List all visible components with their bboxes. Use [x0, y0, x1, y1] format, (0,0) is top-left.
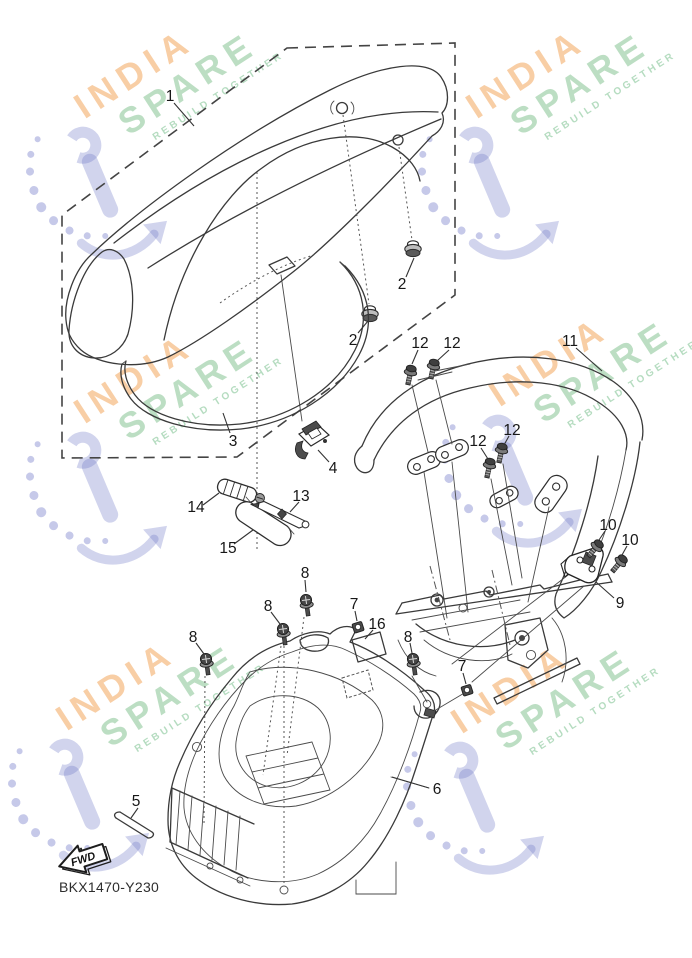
tool-wrench-drawing [235, 496, 295, 547]
leader-line-part-8 [409, 642, 413, 654]
leader-line-part-14 [202, 492, 220, 506]
fwd-arrow: FWD [58, 842, 112, 876]
part-label-8: 8 [301, 565, 310, 582]
tool-driver-drawing [249, 500, 310, 529]
leader-line-part-16 [364, 629, 374, 640]
part-label-12: 12 [469, 433, 486, 450]
leader-line-part-12 [480, 447, 489, 460]
leader-line-part-12 [503, 435, 510, 446]
leader-line-part-9 [595, 581, 615, 599]
part-label-11: 11 [562, 333, 578, 350]
part-label-1: 1 [166, 88, 175, 105]
storage-box-drawing [165, 625, 467, 906]
part-label-14: 14 [187, 499, 205, 516]
part-label-8: 8 [404, 629, 413, 646]
leader-line-part-12 [436, 349, 450, 362]
leader-line-part-2 [357, 320, 369, 334]
leader-line-part-8 [195, 642, 205, 655]
leader-line-part-2 [405, 257, 415, 278]
diagram-code: BKX1470-Y230 [59, 879, 160, 895]
part-label-2: 2 [349, 332, 358, 349]
leader-line-part-12 [411, 349, 419, 365]
part-label-12: 12 [443, 335, 460, 352]
part-label-7: 7 [458, 658, 467, 675]
rear-frame-drawing [395, 565, 613, 705]
seat-lock-drawing [295, 420, 330, 460]
leader-line-part-11 [575, 347, 603, 372]
leader-line-part-7 [354, 610, 358, 622]
tool-grip-drawing [216, 478, 265, 504]
leader-line-part-10 [598, 530, 606, 541]
seat-damper-grommets [361, 240, 422, 323]
leader-line-part-7 [462, 672, 467, 685]
part-label-9: 9 [616, 595, 625, 612]
leader-line-part-15 [233, 529, 254, 545]
part-label-12: 12 [503, 422, 520, 439]
leader-line-part-4 [317, 449, 330, 463]
leader-line-part-6 [391, 776, 430, 789]
part-label-15: 15 [219, 540, 236, 557]
part-label-10: 10 [599, 517, 617, 534]
seat-dashed-enclosure [61, 42, 456, 459]
leader-line-part-10 [621, 545, 628, 556]
part-label-5: 5 [132, 793, 141, 810]
part-label-8: 8 [264, 598, 273, 615]
seat-mount-hole [335, 101, 349, 115]
grab-rail-drawing [353, 356, 644, 619]
part-label-12: 12 [411, 335, 428, 352]
part-label-16: 16 [368, 616, 385, 633]
lock-bracket-drawing [560, 536, 631, 584]
seat-mount-hole [392, 134, 404, 146]
part-label-10: 10 [621, 532, 639, 549]
seat-trim-drawing [120, 261, 370, 431]
leader-line-part-8 [304, 579, 307, 593]
part-label-2: 2 [398, 276, 407, 293]
part-label-13: 13 [292, 488, 309, 505]
part-label-8: 8 [189, 629, 198, 646]
leader-line-part-3 [222, 412, 231, 434]
rod-drawing [113, 811, 155, 839]
box-screws [198, 593, 428, 826]
part-label-3: 3 [229, 433, 238, 450]
leader-line-part-8 [270, 611, 281, 625]
leader-line-part-5 [130, 807, 139, 819]
seat-assembly-drawing [65, 65, 449, 552]
part-label-7: 7 [350, 596, 359, 613]
pad-drawing [341, 631, 387, 699]
part-label-4: 4 [329, 460, 338, 477]
leader-line-part-1 [173, 102, 195, 127]
leader-line-part-13 [289, 501, 300, 513]
part-label-6: 6 [433, 781, 442, 798]
